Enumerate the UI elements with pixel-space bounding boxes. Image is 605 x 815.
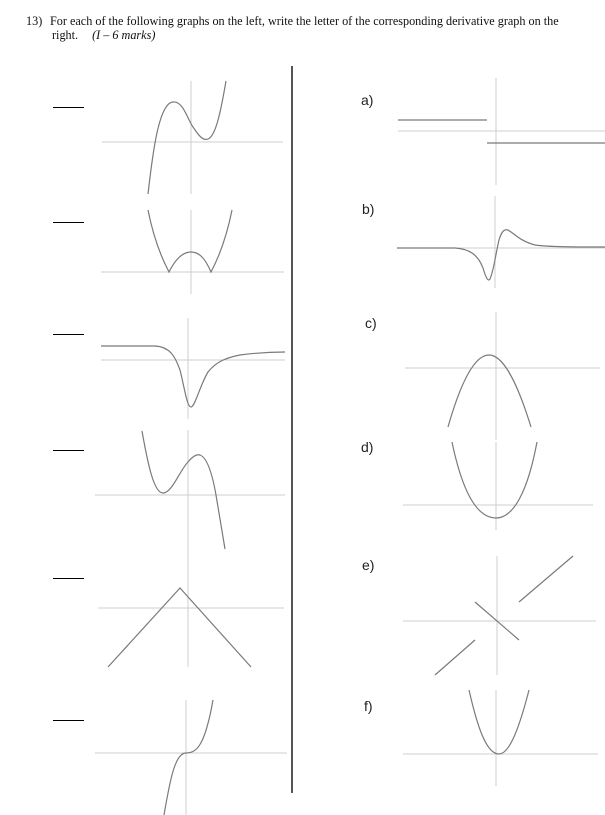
left-graph-5 [98,560,284,668]
question-text-line2: right. [52,28,79,42]
answer-blank-4[interactable] [53,450,84,451]
answer-blank-5[interactable] [53,578,84,579]
left-graph-6 [95,699,287,815]
graph-label-b: b) [362,201,375,217]
question-number: 13) [26,14,43,28]
graph-label-e: e) [362,557,375,573]
question-text-line1: For each of the following graphs on the … [50,14,559,28]
right-graph-a [398,78,605,185]
right-graph-f [403,689,598,786]
graph-label-c: c) [365,315,377,331]
answer-blank-6[interactable] [53,720,84,721]
left-graph-4 [95,430,285,560]
left-graph-2 [101,209,284,294]
question-marks: (I – 6 marks) [92,28,156,42]
right-graph-b [397,196,605,288]
answer-blank-1[interactable] [53,107,84,108]
graph-label-a: a) [361,92,374,108]
left-graph-1 [102,80,283,195]
right-graph-c [405,312,600,440]
left-graph-3 [101,318,286,419]
answer-blank-2[interactable] [53,222,84,223]
answer-blank-3[interactable] [53,334,84,335]
right-graph-d [403,441,593,530]
right-graph-e [403,555,596,676]
question-prompt: 13) For each of the following graphs on t… [26,14,586,42]
column-divider [291,66,293,793]
graph-label-f: f) [364,698,373,714]
graph-label-d: d) [361,439,374,455]
